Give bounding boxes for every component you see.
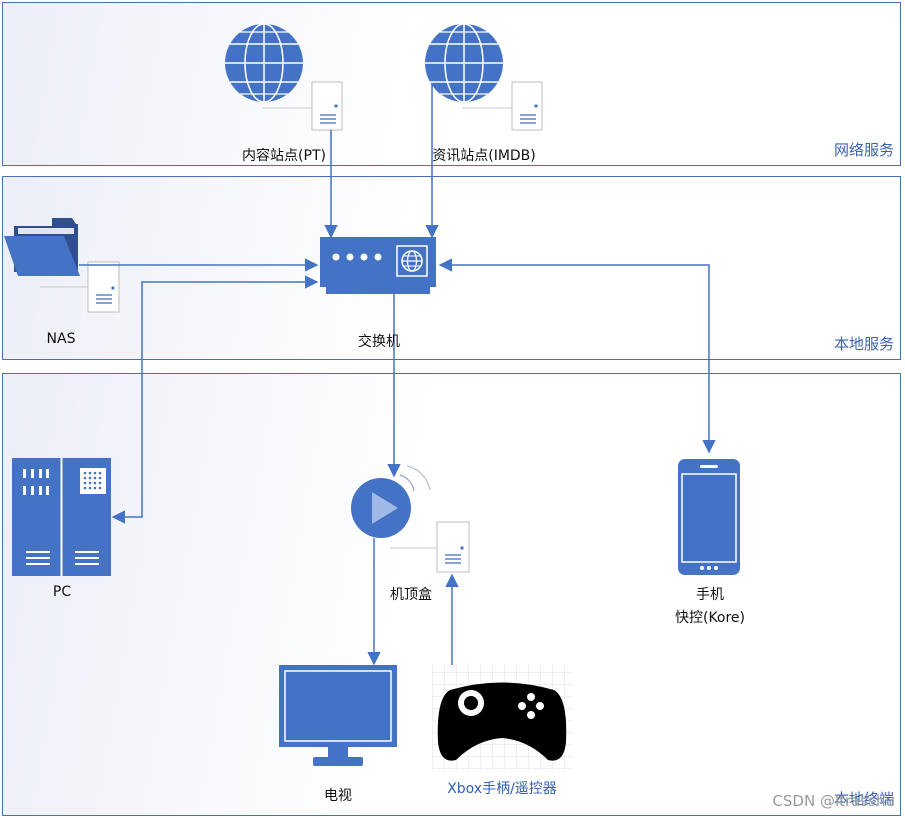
monitor-icon (279, 665, 397, 766)
label-tv: 电视 (324, 788, 352, 804)
gamepad-icon (432, 665, 572, 771)
label-info-site: 资讯站点(IMDB) (432, 148, 536, 164)
label-pc: PC (52, 584, 72, 600)
label-content-site: 内容站点(PT) (242, 148, 326, 164)
zone-label-local: 本地服务 (833, 335, 894, 353)
connector-phone-switch (438, 258, 716, 454)
globe-icon (425, 23, 503, 103)
watermark: CSDN @ltrasshu (772, 792, 895, 810)
globe-icon (225, 23, 303, 103)
zone-label-terminal: 本地终端 (833, 790, 894, 808)
connectors (79, 83, 716, 666)
label-switch: 交换机 (358, 334, 400, 350)
play-icon (351, 465, 431, 538)
label-settop-box: 机顶盒 (390, 587, 432, 603)
smartphone-icon (678, 459, 740, 575)
pc-tower-icon (12, 458, 111, 576)
label-phone-app: 快控(Kore) (674, 610, 746, 626)
zone-label-network: 网络服务 (833, 141, 894, 159)
switch-icon (320, 237, 436, 294)
label-phone: 手机 (696, 587, 724, 603)
server-icon (262, 81, 343, 131)
label-gamepad: Xbox手柄/遥控器 (447, 781, 557, 797)
connector-pc-switch (111, 275, 319, 524)
server-icon (462, 81, 543, 131)
server-icon (390, 521, 470, 573)
folder-icon (4, 218, 80, 276)
label-nas: NAS (46, 331, 76, 347)
